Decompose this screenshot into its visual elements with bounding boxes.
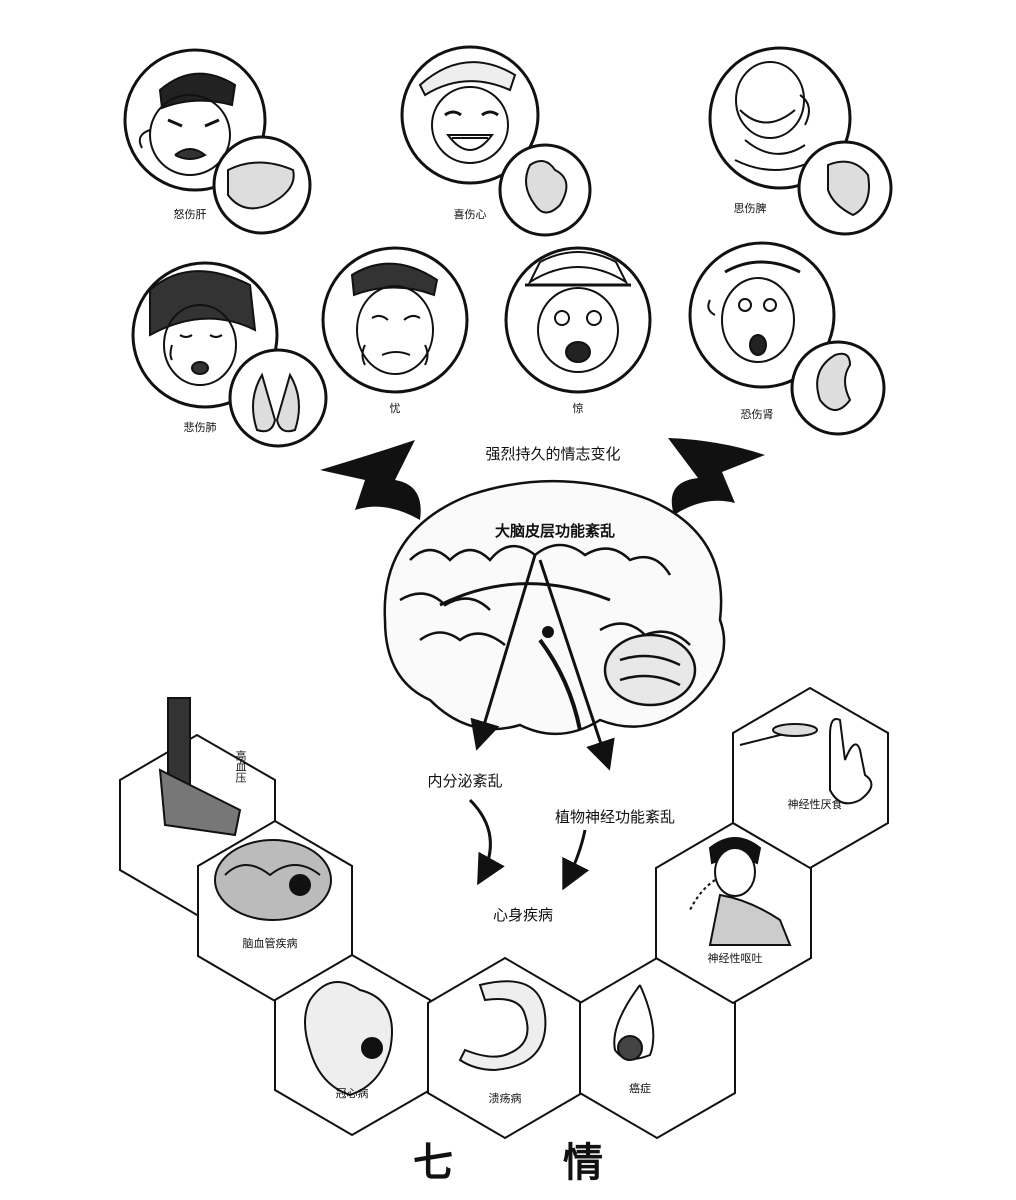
- disease-label-cerebrovascular: 脑血管疾病: [242, 937, 298, 950]
- blood-pressure-gauge-icon: [158, 697, 242, 837]
- disease-nervous-vomiting: [655, 821, 812, 1005]
- flow-top-text: 强烈持久的情志变化: [485, 445, 621, 463]
- left-converging-arrow: [320, 440, 421, 520]
- vomiting-person-icon: [689, 837, 792, 946]
- disease-label-vomiting: 神经性呕吐: [707, 952, 763, 965]
- kidney-icon: [816, 352, 852, 411]
- emotion-grief: [131, 261, 328, 448]
- worried-face-icon: [350, 262, 439, 375]
- disease-coronary: [274, 953, 431, 1137]
- heart-icon: [304, 981, 393, 1097]
- shocked-face-icon: [525, 251, 631, 373]
- emotion-label-grief: 悲伤肺: [183, 421, 217, 434]
- disease-label-ulcer: 溃疡病: [488, 1092, 522, 1105]
- laughing-face-icon: [418, 61, 517, 164]
- brain-text: 大脑皮层功能紊乱: [494, 522, 616, 540]
- emotion-label-joy: 喜伤心: [453, 208, 487, 221]
- emotion-joy: [400, 45, 592, 237]
- refusing-food-icon: [739, 718, 873, 805]
- disease-label-coronary: 冠心病: [335, 1087, 369, 1100]
- autonomic-text: 植物神经功能紊乱: [554, 808, 676, 826]
- disease-anorexia: [732, 686, 889, 870]
- emotion-label-worry: 忧: [389, 402, 401, 415]
- result-text: 心身疾病: [492, 906, 554, 924]
- disease-cancer: [579, 956, 736, 1140]
- breast-tumor-icon: [613, 984, 655, 1061]
- emotion-anger: [123, 48, 312, 235]
- emotion-label-shock: 惊: [572, 402, 584, 415]
- pensive-face-icon: [734, 61, 816, 171]
- emotion-label-anger: 怒伤肝: [173, 208, 207, 221]
- spleen-icon: [827, 160, 870, 217]
- endocrine-text: 内分泌紊乱: [427, 772, 503, 790]
- stomach-icon: [458, 980, 547, 1072]
- disease-ulcer: [427, 956, 583, 1140]
- crying-face-icon: [149, 270, 257, 386]
- emotion-label-pensive: 思伤脾: [733, 202, 767, 215]
- lungs-icon: [252, 372, 300, 433]
- brain-to-autonomic-arrow: [538, 559, 615, 771]
- heart-icon: [525, 160, 568, 214]
- liver-icon: [227, 161, 295, 210]
- fearful-face-icon: [707, 260, 801, 363]
- page-title: 七情: [413, 1139, 713, 1186]
- disease-label-cancer: 癌症: [629, 1082, 651, 1095]
- emotion-worry: [321, 246, 469, 394]
- emotion-label-fear: 恐伤肾: [740, 408, 774, 421]
- disease-cerebrovascular: [197, 819, 353, 1003]
- disease-label-hypertension: 高血压: [234, 750, 247, 783]
- brain-to-endocrine-arrow: [470, 554, 537, 751]
- brain-icon: [214, 839, 332, 921]
- emotion-pensive: [708, 46, 893, 236]
- disease-label-anorexia: 神经性厌食: [787, 798, 843, 811]
- emotion-shock: [504, 246, 652, 394]
- autonomic-to-disease-arrow: [562, 829, 590, 891]
- brain-center-dot: [542, 626, 554, 638]
- endocrine-to-disease-arrow: [468, 798, 505, 886]
- emotion-fear: [688, 241, 886, 436]
- angry-face-icon: [138, 72, 237, 176]
- right-converging-arrow: [668, 438, 765, 515]
